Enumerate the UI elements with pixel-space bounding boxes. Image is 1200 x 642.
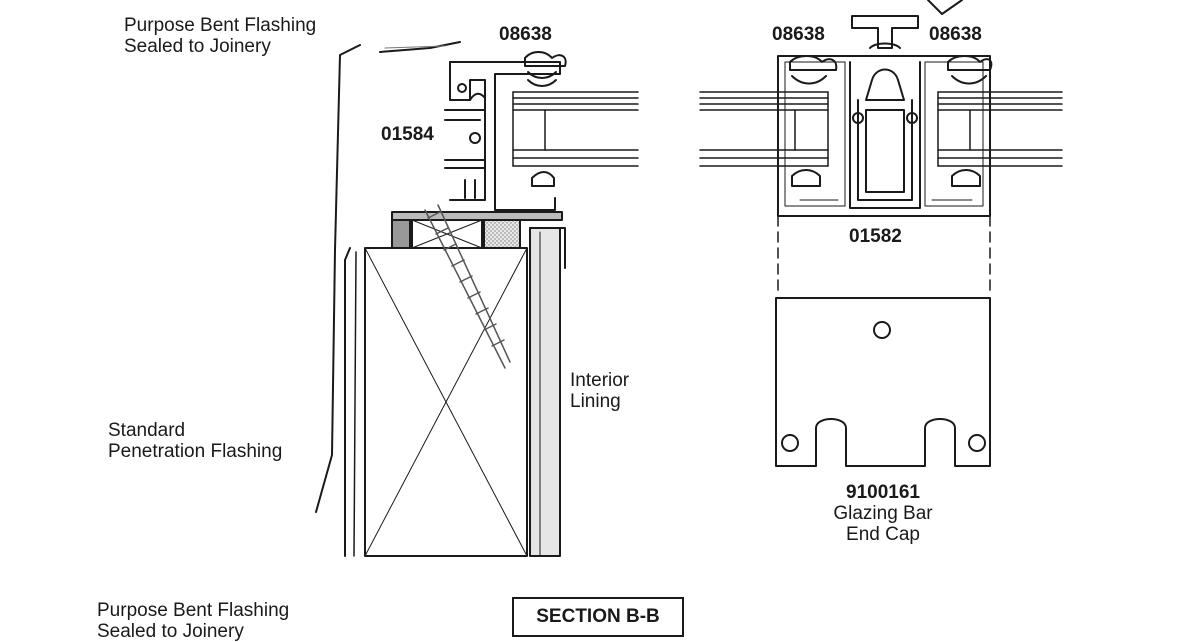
label-part-01582: 01582 <box>849 226 902 247</box>
label-line: Penetration Flashing <box>108 441 283 462</box>
section-title: SECTION B-B <box>512 597 684 637</box>
purpose-bent-flashing-top <box>315 44 361 513</box>
end-cap-hole-right <box>968 434 986 452</box>
label-line: Lining <box>570 391 621 412</box>
polycarbonate-sheet-left <box>512 91 639 167</box>
label-line: Purpose Bent Flashing <box>97 600 290 621</box>
glazing-bar-01584 <box>444 51 567 211</box>
end-cap-hole-left <box>781 434 799 452</box>
label-line: 9100161 <box>846 482 920 503</box>
fixing-screw <box>424 204 511 369</box>
label-interior-lining: Interior Lining <box>570 370 629 412</box>
flashing-lip <box>379 41 461 53</box>
label-standard-flashing: Standard Penetration Flashing <box>108 420 282 462</box>
end-cap-hole-top <box>873 321 891 339</box>
label-part-08638-left: 08638 <box>499 24 552 45</box>
label-line: Standard <box>108 420 186 441</box>
label-purpose-flashing-top: Purpose Bent Flashing Sealed to Joinery <box>124 15 316 57</box>
label-part-08638-right: 08638 <box>929 24 982 45</box>
label-line: End Cap <box>846 524 920 545</box>
polycarbonate-sheet-right-a <box>699 91 829 167</box>
interior-lining <box>529 227 561 557</box>
label-part-01584: 01584 <box>381 124 434 145</box>
standard-penetration-flashing <box>344 247 351 557</box>
label-line: Purpose Bent Flashing <box>124 15 317 36</box>
label-end-cap: 9100161 Glazing Bar End Cap <box>808 482 958 545</box>
label-line: Glazing Bar <box>833 503 933 524</box>
label-part-08638-mid: 08638 <box>772 24 825 45</box>
label-line: Sealed to Joinery <box>97 621 244 642</box>
glazing-bar-end-cap <box>775 297 991 467</box>
polycarbonate-sheet-right-b <box>937 91 1063 167</box>
glazing-bar-01582 <box>777 15 993 217</box>
label-line: Interior <box>570 370 630 391</box>
label-purpose-flashing-bottom: Purpose Bent Flashing Sealed to Joinery <box>97 600 289 642</box>
label-line: Sealed to Joinery <box>124 36 271 57</box>
